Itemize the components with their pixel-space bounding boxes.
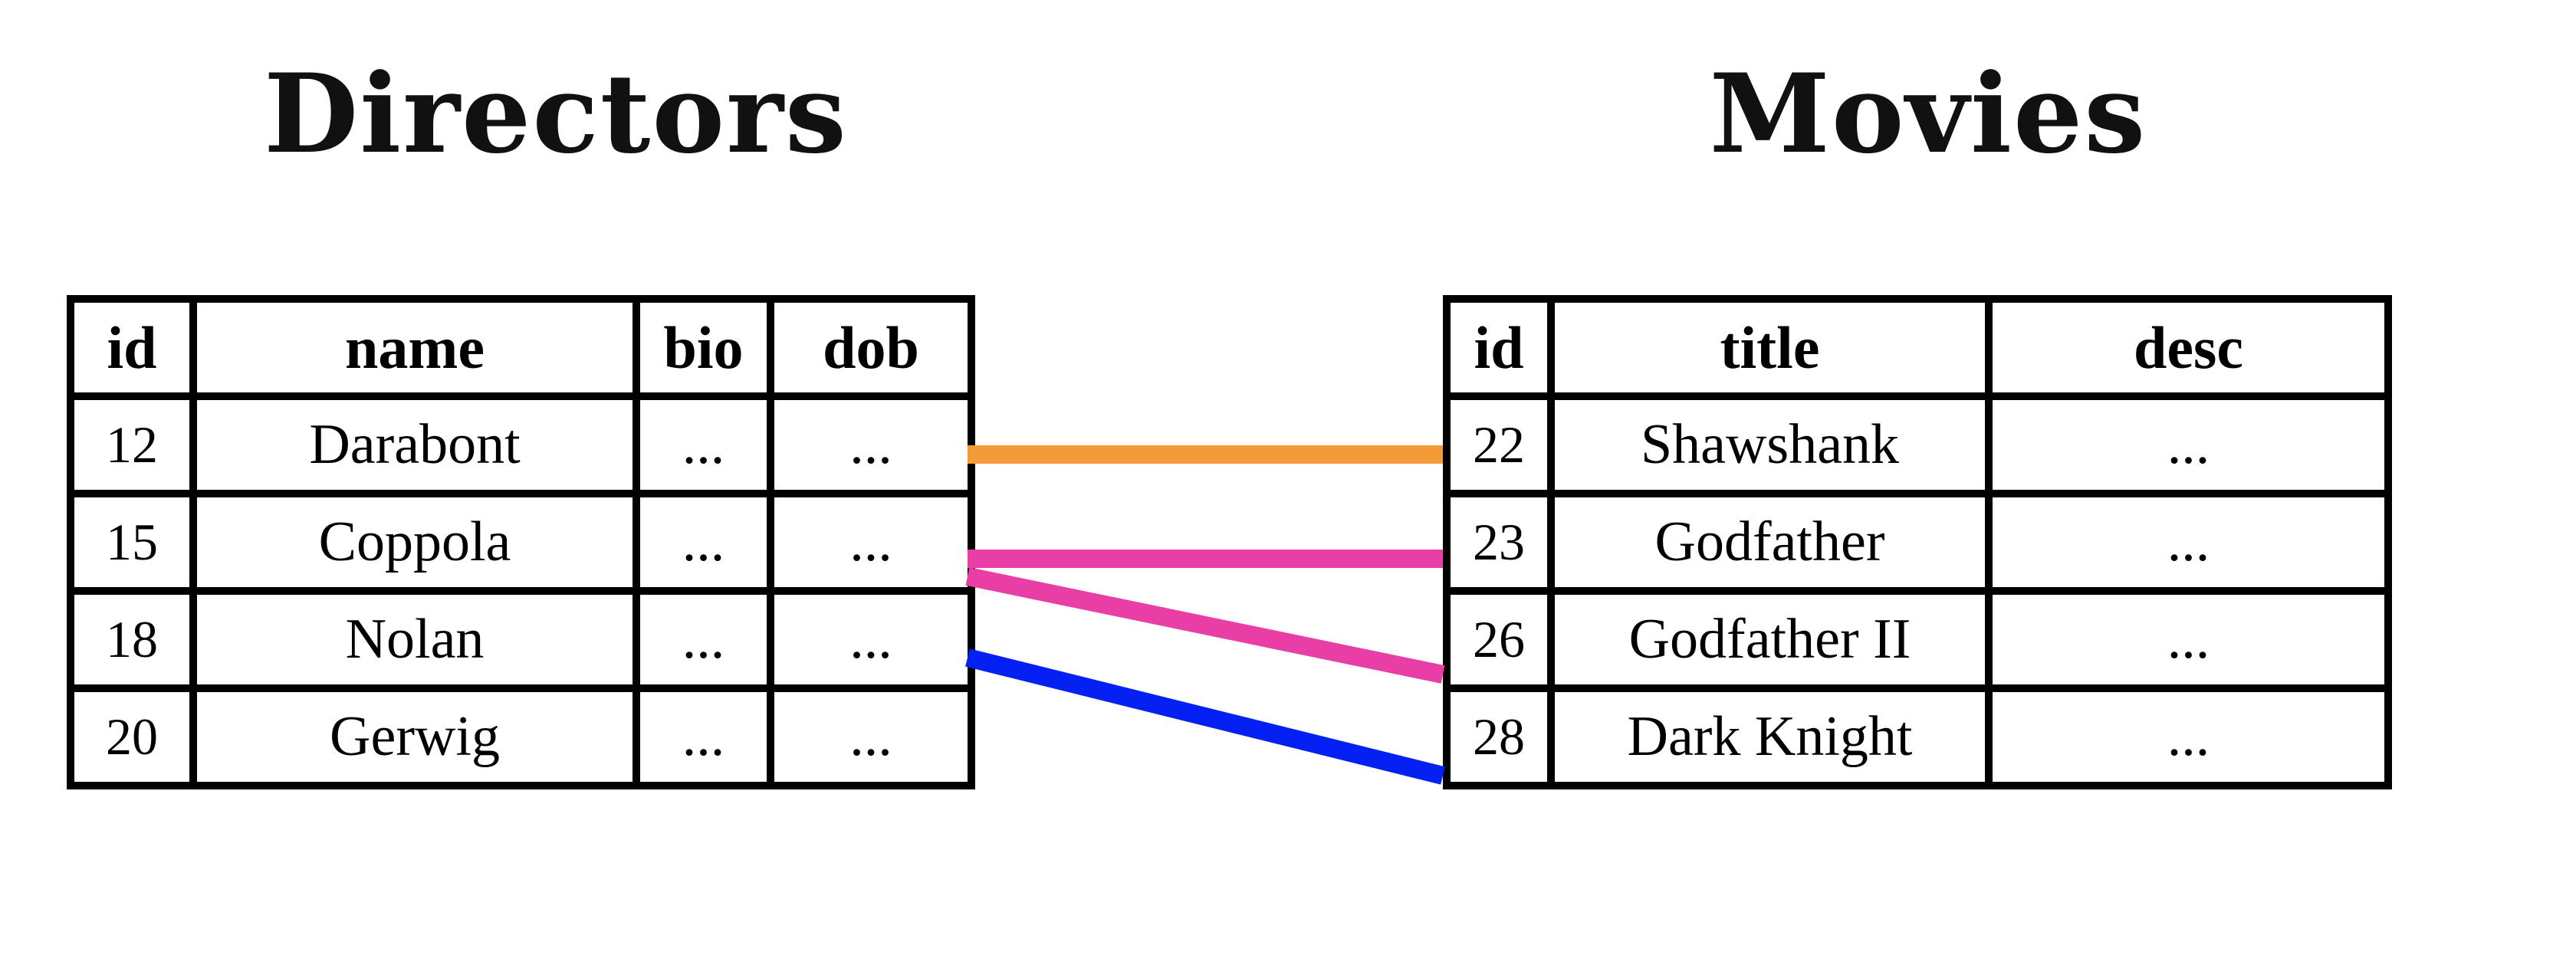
movies-cell-id: 22 xyxy=(1443,392,1555,497)
movies-cell-desc: ... xyxy=(1985,587,2392,692)
movies-cell-desc: ... xyxy=(1985,684,2392,789)
directors-col-dob: dob xyxy=(767,295,975,400)
movies-cell-title: Godfather xyxy=(1547,490,1993,595)
link-nolan-dark-knight xyxy=(965,648,1445,785)
directors-cell-id: 18 xyxy=(67,587,197,692)
movies-row: 22 Shawshank ... xyxy=(1443,392,2392,497)
directors-cell-name: Darabont xyxy=(189,392,640,497)
directors-header-row: id name bio dob xyxy=(67,295,975,400)
directors-table: id name bio dob 12 Darabont ... ... 15 C… xyxy=(67,295,975,789)
movies-cell-title: Shawshank xyxy=(1547,392,1993,497)
directors-cell-bio: ... xyxy=(632,684,774,789)
directors-row: 20 Gerwig ... ... xyxy=(67,684,975,789)
directors-col-name: name xyxy=(189,295,640,400)
movies-cell-title: Godfather II xyxy=(1547,587,1993,692)
directors-cell-bio: ... xyxy=(632,587,774,692)
directors-row: 15 Coppola ... ... xyxy=(67,490,975,595)
movies-title: Movies xyxy=(1709,51,2147,178)
directors-cell-dob: ... xyxy=(767,490,975,595)
directors-cell-name: Gerwig xyxy=(189,684,640,789)
directors-cell-id: 12 xyxy=(67,392,197,497)
movies-header-row: id title desc xyxy=(1443,295,2392,400)
movies-cell-desc: ... xyxy=(1985,490,2392,595)
movies-row: 26 Godfather II ... xyxy=(1443,587,2392,692)
directors-cell-dob: ... xyxy=(767,587,975,692)
movies-cell-id: 23 xyxy=(1443,490,1555,595)
directors-cell-id: 20 xyxy=(67,684,197,789)
movies-table: id title desc 22 Shawshank ... 23 Godfat… xyxy=(1443,295,2392,789)
directors-cell-dob: ... xyxy=(767,684,975,789)
directors-row: 18 Nolan ... ... xyxy=(67,587,975,692)
movies-cell-title: Dark Knight xyxy=(1547,684,1993,789)
directors-cell-bio: ... xyxy=(632,392,774,497)
directors-col-id: id xyxy=(67,295,197,400)
movies-col-desc: desc xyxy=(1985,295,2392,400)
directors-cell-name: Coppola xyxy=(189,490,640,595)
directors-cell-name: Nolan xyxy=(189,587,640,692)
movies-row: 23 Godfather ... xyxy=(1443,490,2392,595)
movies-cell-id: 26 xyxy=(1443,587,1555,692)
movies-cell-id: 28 xyxy=(1443,684,1555,789)
link-coppola-godfather-ii xyxy=(965,567,1445,684)
movies-col-title: title xyxy=(1547,295,1993,400)
directors-col-bio: bio xyxy=(632,295,774,400)
directors-cell-bio: ... xyxy=(632,490,774,595)
directors-title: Directors xyxy=(264,51,848,178)
movies-cell-desc: ... xyxy=(1985,392,2392,497)
movies-col-id: id xyxy=(1443,295,1555,400)
directors-cell-dob: ... xyxy=(767,392,975,497)
directors-cell-id: 15 xyxy=(67,490,197,595)
movies-row: 28 Dark Knight ... xyxy=(1443,684,2392,789)
directors-row: 12 Darabont ... ... xyxy=(67,392,975,497)
